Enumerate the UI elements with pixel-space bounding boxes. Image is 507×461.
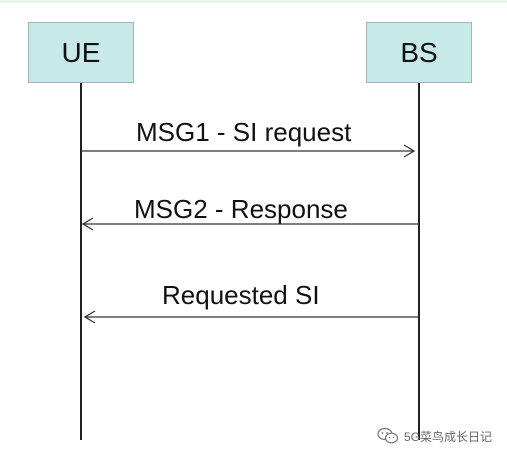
wechat-icon	[377, 427, 399, 444]
top-border	[0, 0, 507, 3]
requested-si-label: Requested SI	[162, 280, 320, 310]
msg1-arrow	[81, 144, 416, 158]
watermark-text: 5G菜鸟成长日记	[404, 429, 493, 444]
msg1-label: MSG1 - SI request	[136, 117, 352, 147]
bs-entity-box: BS	[366, 22, 472, 83]
msg2-arrow	[81, 217, 418, 231]
requested-si-arrow	[83, 310, 418, 324]
ue-entity-box: UE	[28, 22, 134, 83]
bs-lifeline	[418, 83, 420, 440]
bs-label: BS	[400, 36, 438, 68]
watermark: 5G菜鸟成长日记	[377, 427, 492, 445]
ue-label: UE	[61, 36, 101, 68]
ue-lifeline	[80, 83, 82, 440]
msg2-label: MSG2 - Response	[134, 194, 348, 224]
